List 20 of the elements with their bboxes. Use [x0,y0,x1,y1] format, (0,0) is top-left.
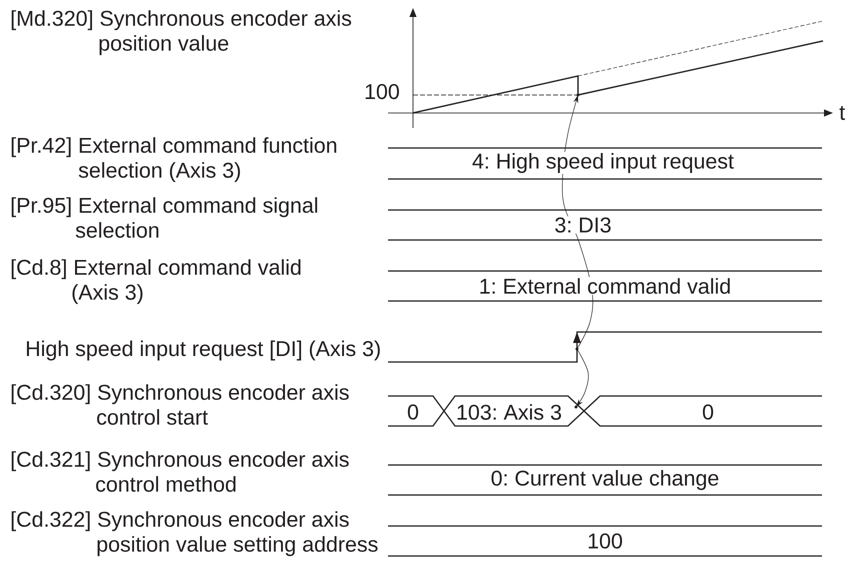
axis-label: t [840,106,845,120]
waveform-point [576,348,578,350]
axis-value: 100 [366,84,399,100]
signal-name: [Pr.42] External command function selection (Axis 3) [12,137,336,182]
signal-value: 100 [586,532,624,550]
signal-value: 0 [406,403,420,421]
signal-value: 4: High speed input request [471,152,735,174]
signal-name: [Cd.322] Synchronous encoder axis position value setting address [12,511,378,556]
signal-name: High speed input request [DI] (Axis 3) [26,340,380,360]
signal-name: [Md.320] Synchronous encoder axis position value [12,10,352,56]
signal-value: 0 [701,403,715,421]
waveform-point [576,94,580,96]
signal-value: 3: DI3 [553,216,613,234]
signal-name: [Cd.8] External command valid (Axis 3) [12,259,300,304]
signal-value: 0: Current value change [490,469,720,491]
signal-name: [Cd.321] Synchronous encoder axis control method [12,451,349,492]
signal-value: 1: External command valid [478,277,732,295]
signal-name: [Pr.95] External command signal selection [12,197,318,238]
signal-value: 103: Axis 3 [455,403,563,421]
signal-name: [Cd.320] Synchronous encoder axis control start [12,384,349,425]
